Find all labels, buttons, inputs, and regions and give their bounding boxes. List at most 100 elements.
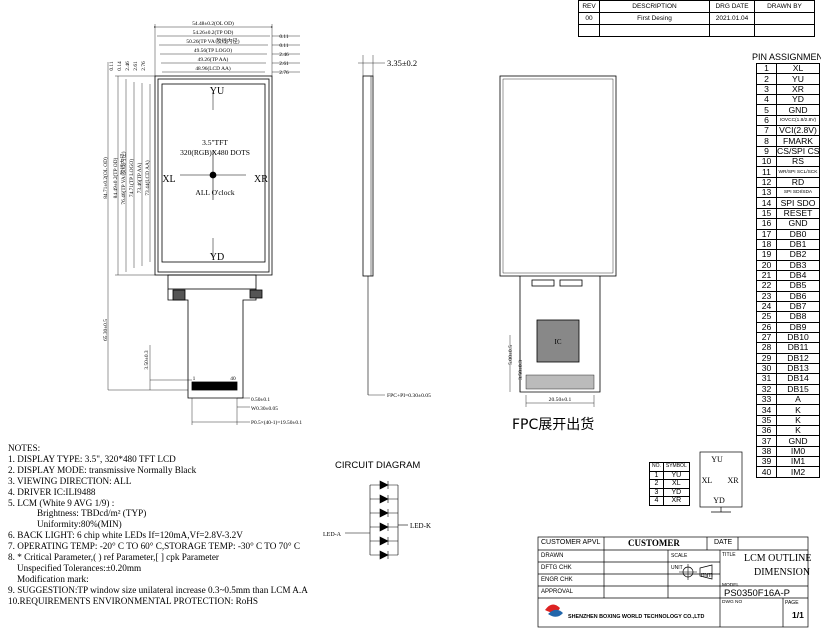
- pin-name: DB7: [776, 300, 820, 313]
- circuit-diagram: [345, 480, 408, 560]
- panel-line-3: ALL O'clock: [195, 188, 234, 197]
- pin-number: 39: [756, 456, 777, 468]
- dim-left-4: 2.61: [133, 61, 139, 71]
- pin-number: 33: [756, 393, 777, 406]
- dim-fpc-length: 65.30±0.5: [103, 319, 109, 341]
- pin-number: 30: [756, 362, 777, 375]
- dim-top-6: 48.96(LCD AA): [195, 65, 231, 72]
- pin-number: 40: [756, 466, 777, 478]
- dim-left-5: 2.76: [141, 61, 147, 71]
- pin-name: XL: [776, 62, 820, 75]
- pin-name: XR: [776, 83, 820, 96]
- note-line: 6. BACK LIGHT: 6 chip white LEDs If=120m…: [8, 530, 243, 541]
- drawn-header: DRAWN BY: [754, 0, 815, 13]
- pin-assignment-title: PIN ASSIGNMENT: [752, 52, 821, 62]
- dim-right-3: 2.46: [279, 52, 289, 58]
- symbol-header: SYMBOL: [662, 462, 690, 472]
- touch-yd: YD: [713, 496, 725, 505]
- symbol-name: YU: [662, 470, 690, 480]
- touch-yu: YU: [711, 455, 723, 464]
- circuit-title: CIRCUIT DIAGRAM: [335, 460, 421, 471]
- dim-right-2: 0.11: [279, 43, 289, 49]
- pin-name: K: [776, 425, 820, 437]
- pin-number: 29: [756, 352, 777, 364]
- pin-name: RS: [776, 156, 820, 168]
- axis-xr: XR: [254, 174, 268, 185]
- dim-top-1: 54.48±0.2(OL OD): [192, 20, 234, 27]
- pin-number: 22: [756, 280, 777, 292]
- dim-top-4: 49.56(TP LOGO): [194, 47, 232, 54]
- revision-table: REV DESCRIPTION DRG DATE DRAWN BY 00 Fir…: [578, 0, 815, 37]
- side-view: [358, 55, 385, 396]
- pin-name: YD: [776, 94, 820, 106]
- pin-name: DB13: [776, 362, 820, 375]
- pin-name: DB11: [776, 342, 820, 354]
- note-line: Uniformity:80%(MIN): [37, 519, 122, 530]
- rev-header: REV: [578, 0, 600, 13]
- back-dim-bottom: 20.50±0.1: [549, 397, 572, 403]
- dim-left-2: 0.14: [117, 61, 123, 71]
- pin-number: 13: [756, 187, 777, 199]
- dim-stiff: 3.50±0.3: [144, 350, 150, 369]
- pin-number: 32: [756, 383, 777, 396]
- fpc-neck: [167, 274, 257, 290]
- pin-number: 18: [756, 238, 777, 251]
- dim-vert-6: 73.44(LCD AA): [144, 160, 151, 196]
- front-view: [107, 24, 300, 425]
- pin-number: 6: [756, 114, 777, 127]
- pin-name: DB12: [776, 352, 820, 364]
- pin-name: FMARK: [776, 135, 820, 147]
- ic-chip-label: IC: [555, 338, 562, 346]
- dim-right-1: 0.11: [279, 34, 289, 40]
- pin-name: IM1: [776, 456, 820, 468]
- pin-name: DB14: [776, 373, 820, 385]
- pin-number: 21: [756, 269, 777, 282]
- date-value: 2021.01.04: [709, 12, 755, 25]
- led-5: [370, 536, 398, 546]
- symbol-name: XL: [662, 479, 690, 489]
- dim-bottom-1: 0.50±0.1: [251, 397, 270, 403]
- pin-number: 28: [756, 342, 777, 354]
- note-line: 1. DISPLAY TYPE: 3.5", 320*480 TFT LCD: [8, 453, 176, 464]
- dim-vert-3: 76.46(TP VA/胶线内径): [119, 151, 127, 204]
- fpc-tail: [167, 289, 257, 399]
- pin-number: 2: [756, 73, 777, 85]
- led-6: [370, 550, 398, 560]
- title-block: CUSTOMER APVL CUSTOMER DATE DRAWN SCALE …: [538, 536, 812, 628]
- pin-first-label: 1: [193, 376, 196, 382]
- note-line: Brightness: TBDcd/m² (TYP): [37, 508, 147, 519]
- pin-number: 12: [756, 176, 777, 189]
- pin-number: 23: [756, 290, 777, 302]
- pin-number: 17: [756, 228, 777, 240]
- pin-name: IM2: [776, 466, 820, 478]
- pin-name: DB1: [776, 238, 820, 251]
- fpc-contacts: [191, 381, 238, 391]
- dim-vert-1: 84.71±0.2(OL OD): [102, 157, 109, 199]
- pin-name: SPI SDO: [776, 197, 820, 209]
- pin-name: GND: [776, 218, 820, 230]
- front-view-text: 54.48±0.2(OL OD) 54.26±0.2(TP OD) 50.26(…: [102, 20, 302, 426]
- drawn-label: DRAWN: [541, 553, 564, 559]
- dim-left-3: 2.46: [125, 61, 131, 71]
- pin-name: WR/SPI SCL/SCK: [776, 166, 820, 178]
- pin-number: 25: [756, 311, 777, 323]
